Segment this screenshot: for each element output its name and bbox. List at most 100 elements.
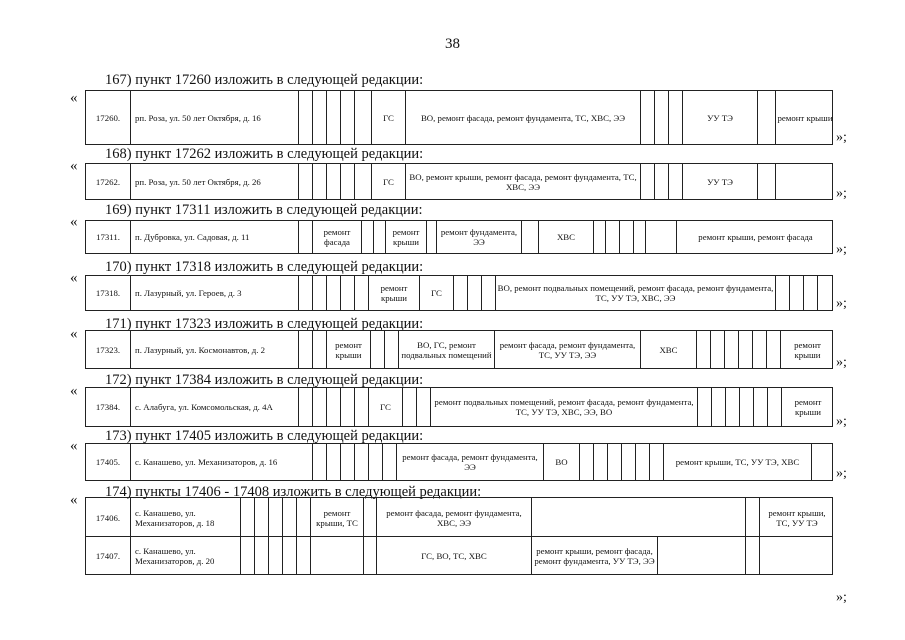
empty-cell bbox=[385, 331, 399, 368]
row-number-cell: 17323. bbox=[86, 331, 131, 368]
open-quote: « bbox=[70, 270, 78, 286]
table-row: 17405.с. Канашево, ул. Механизаторов, д.… bbox=[86, 444, 832, 480]
empty-cell bbox=[594, 444, 608, 480]
empty-cell bbox=[698, 388, 712, 426]
empty-cell bbox=[726, 388, 740, 426]
work-type-cell: ремонт фасада bbox=[313, 221, 362, 253]
empty-cell bbox=[669, 164, 683, 199]
row-number-cell: 17405. bbox=[86, 444, 131, 480]
empty-cell bbox=[646, 221, 677, 253]
work-type-cell: ВО bbox=[544, 444, 580, 480]
row-number-cell: 17260. bbox=[86, 91, 131, 144]
empty-cell bbox=[299, 91, 313, 144]
empty-cell bbox=[255, 537, 269, 574]
empty-cell bbox=[341, 388, 355, 426]
empty-cell bbox=[776, 164, 834, 199]
work-type-cell: ремонт крыши bbox=[777, 112, 833, 123]
row-number-cell: 17318. bbox=[86, 276, 131, 310]
empty-cell bbox=[641, 91, 655, 144]
empty-cell bbox=[655, 91, 669, 144]
table: 17262.рп. Роза, ул. 50 лет Октября, д. 2… bbox=[85, 163, 833, 200]
empty-cell bbox=[739, 331, 753, 368]
empty-cell bbox=[746, 537, 760, 574]
work-type-cell: ремонт крыши bbox=[794, 339, 821, 360]
empty-cell bbox=[241, 537, 255, 574]
work-type-cell: ремонт крыши bbox=[369, 276, 420, 310]
empty-cell bbox=[636, 444, 650, 480]
section-heading: 171) пункт 17323 изложить в следующей ре… bbox=[105, 316, 424, 332]
empty-cell bbox=[369, 444, 383, 480]
work-type-cell: ГС bbox=[372, 91, 406, 144]
empty-cell bbox=[241, 498, 255, 537]
empty-cell bbox=[655, 164, 669, 199]
empty-cell bbox=[417, 388, 431, 426]
work-type-cell: ВО, ремонт крыши, ремонт фасада, ремонт … bbox=[406, 164, 641, 199]
empty-cell bbox=[297, 537, 311, 574]
empty-cell bbox=[454, 276, 468, 310]
empty-cell bbox=[658, 537, 746, 574]
empty-cell bbox=[311, 537, 364, 574]
table: 17260.рп. Роза, ул. 50 лет Октября, д. 1… bbox=[85, 90, 833, 145]
empty-cell bbox=[269, 498, 283, 537]
empty-cell bbox=[255, 498, 269, 537]
empty-cell bbox=[697, 331, 711, 368]
close-quote: »; bbox=[836, 414, 847, 429]
work-type-cell: ремонт крыши, ТС bbox=[311, 498, 364, 537]
table-row: 17318.п. Лазурный, ул. Героев, д. 3 ремон… bbox=[86, 276, 832, 310]
table-row: 17260.рп. Роза, ул. 50 лет Октября, д. 1… bbox=[86, 91, 833, 144]
open-quote: « bbox=[70, 492, 78, 508]
empty-cell bbox=[427, 221, 437, 253]
empty-cell bbox=[711, 331, 725, 368]
empty-cell bbox=[313, 164, 327, 199]
table: 17318.п. Лазурный, ул. Героев, д. 3 ремон… bbox=[85, 275, 833, 311]
section-heading: 174) пункты 17406 - 17408 изложить в сле… bbox=[105, 484, 482, 500]
empty-cell bbox=[746, 498, 760, 537]
empty-cell bbox=[299, 331, 313, 368]
empty-cell bbox=[383, 444, 397, 480]
work-type-cell: ремонт крыши, ремонт фасада, ремонт фунд… bbox=[532, 537, 658, 574]
empty-cell bbox=[341, 164, 355, 199]
work-type-cell: ремонт крыши, ремонт фасада bbox=[698, 232, 813, 242]
work-type-cell: ремонт крыши bbox=[327, 331, 371, 368]
close-quote: »; bbox=[836, 466, 847, 481]
empty-cell bbox=[299, 388, 313, 426]
section-heading: 172) пункт 17384 изложить в следующей ре… bbox=[105, 372, 424, 388]
address-cell: п. Дубровка, ул. Садовая, д. 11 bbox=[131, 221, 299, 253]
row-number-cell: 17262. bbox=[86, 164, 131, 199]
address-cell: рп. Роза, ул. 50 лет Октября, д. 16 bbox=[131, 91, 299, 144]
empty-cell bbox=[622, 444, 636, 480]
address-cell: с. Канашево, ул. Механизаторов, д. 16 bbox=[131, 444, 313, 480]
empty-cell bbox=[790, 276, 804, 310]
empty-cell bbox=[313, 331, 327, 368]
empty-cell bbox=[403, 388, 417, 426]
table-row: 17406.с. Канашево, ул. Механизаторов, д.… bbox=[86, 498, 832, 537]
empty-cell bbox=[299, 221, 313, 253]
empty-cell bbox=[355, 91, 372, 144]
empty-cell bbox=[299, 276, 313, 310]
empty-cell bbox=[740, 388, 754, 426]
empty-cell bbox=[606, 221, 620, 253]
empty-cell bbox=[313, 91, 327, 144]
empty-cell bbox=[313, 444, 327, 480]
work-type-cell: ремонт крыши, ТС, УУ ТЭ, ХВС bbox=[664, 444, 812, 480]
work-type-cell: ХВС bbox=[641, 331, 697, 368]
empty-cell bbox=[283, 498, 297, 537]
work-type-cell: ремонт крыши bbox=[386, 221, 427, 253]
work-type-cell: ГС bbox=[372, 164, 406, 199]
empty-cell bbox=[355, 276, 369, 310]
empty-cell bbox=[313, 388, 327, 426]
section-heading: 170) пункт 17318 изложить в следующей ре… bbox=[105, 259, 424, 275]
table-row: 17262.рп. Роза, ул. 50 лет Октября, д. 2… bbox=[86, 164, 832, 199]
empty-cell bbox=[468, 276, 482, 310]
address-cell: с. Канашево, ул. Механизаторов, д. 20 bbox=[131, 537, 241, 574]
close-quote: »; bbox=[836, 186, 847, 201]
empty-cell bbox=[362, 221, 374, 253]
address-cell: п. Лазурный, ул. Героев, д. 3 bbox=[131, 276, 299, 310]
section-heading: 169) пункт 17311 изложить в следующей ре… bbox=[105, 202, 423, 218]
empty-cell bbox=[355, 444, 369, 480]
empty-cell bbox=[532, 498, 746, 537]
work-type-cell: ремонт фасада, ремонт фундамента, ЭЭ bbox=[397, 444, 544, 480]
empty-cell bbox=[327, 444, 341, 480]
empty-cell bbox=[522, 221, 539, 253]
